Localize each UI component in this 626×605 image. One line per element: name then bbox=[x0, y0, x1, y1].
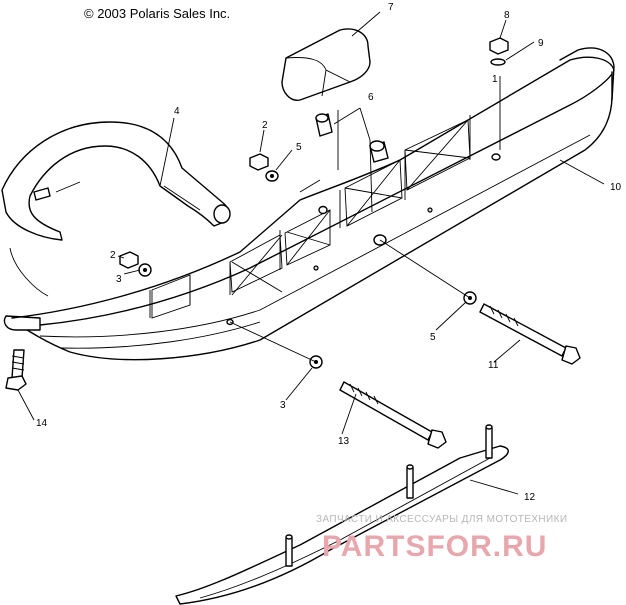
bolt-11 bbox=[463, 291, 581, 365]
callout-2-left: 2 bbox=[110, 250, 116, 261]
wear-bar bbox=[175, 424, 509, 605]
callout-1: 1 bbox=[492, 74, 498, 85]
damper-block bbox=[281, 28, 371, 101]
watermark: ЗАПЧАСТИ И АКСЕССУАРЫ ДЛЯ МОТОТЕХНИКИ PA… bbox=[316, 514, 567, 563]
callout-10: 10 bbox=[610, 182, 622, 193]
watermark-tagline: ЗАПЧАСТИ И АКСЕССУАРЫ ДЛЯ МОТОТЕХНИКИ bbox=[316, 514, 567, 525]
ski-body bbox=[3, 47, 615, 361]
watermark-brand: PARTSFOR.RU bbox=[322, 530, 547, 563]
callout-5-bottom: 5 bbox=[430, 332, 436, 343]
callout-5-top: 5 bbox=[296, 142, 302, 153]
callout-3-left: 3 bbox=[116, 274, 122, 285]
callout-6: 6 bbox=[368, 92, 374, 103]
callout-9: 9 bbox=[538, 38, 544, 49]
leader-lines bbox=[9, 11, 605, 495]
callout-12: 12 bbox=[524, 492, 536, 503]
callout-14: 14 bbox=[36, 418, 48, 429]
callout-7: 7 bbox=[388, 2, 394, 13]
nut-center bbox=[249, 153, 279, 182]
callout-8: 8 bbox=[504, 10, 510, 21]
bolt-14 bbox=[5, 349, 27, 391]
callouts: 7 8 9 1 2 5 6 4 2 3 10 5 11 3 13 12 14 bbox=[36, 2, 622, 503]
copyright-text: © 2003 Polaris Sales Inc. bbox=[84, 6, 230, 21]
bushings bbox=[315, 113, 389, 163]
callout-11: 11 bbox=[488, 360, 499, 371]
ski-handle bbox=[1, 121, 231, 241]
nut-top-right bbox=[489, 37, 509, 66]
nut-left bbox=[119, 251, 152, 277]
bolt-13 bbox=[309, 355, 447, 449]
callout-4: 4 bbox=[174, 106, 180, 117]
callout-2-top: 2 bbox=[262, 120, 268, 131]
callout-3-bottom: 3 bbox=[280, 400, 286, 411]
callout-13: 13 bbox=[338, 436, 350, 447]
